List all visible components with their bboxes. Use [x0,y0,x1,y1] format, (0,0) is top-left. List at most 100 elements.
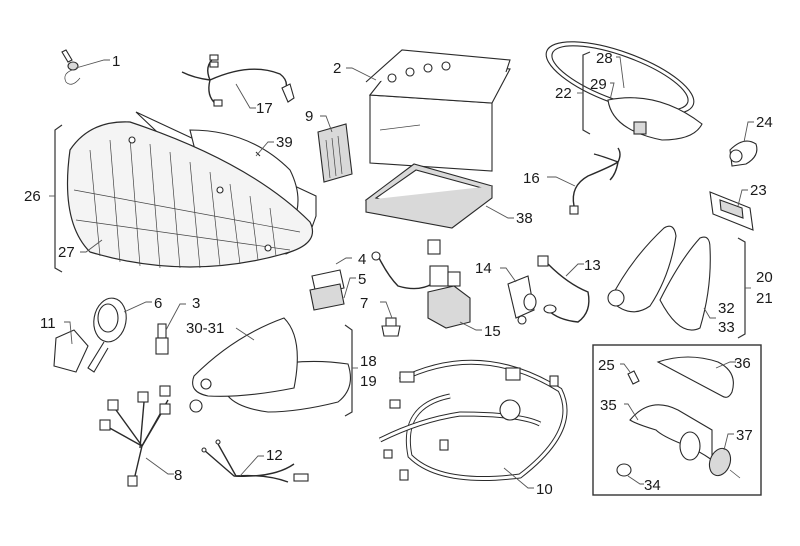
label-21: 21 [756,290,773,307]
label-11: 11 [40,315,56,332]
leader-11 [64,321,73,345]
part-24-lamp-holder[interactable] [729,140,758,167]
label-37: 37 [736,427,753,444]
label-16: 16 [523,170,540,187]
label-2: 2 [333,60,341,77]
leader-8 [145,457,174,475]
part-8-wiring-harness[interactable] [99,385,171,487]
part-30-31-turn-signal-lens [192,317,298,397]
part-28-lens-frame [607,97,703,141]
leader-9 [320,115,333,133]
bracket-20 [737,237,746,339]
leader-16 [547,176,576,187]
leader-5 [343,277,356,299]
leader-3 [165,303,186,331]
label-32: 32 [718,300,735,317]
part-26-headlight[interactable] [66,111,317,269]
label-18: 18 [360,353,377,370]
part-23-license-plate-light[interactable] [709,191,754,231]
part-3-switch[interactable] [155,323,169,355]
leader-4 [335,257,352,265]
part-13-cable[interactable] [537,255,590,323]
label-34: 34 [644,477,661,494]
leader-13 [565,263,584,277]
label-1: 1 [112,53,120,70]
label-14: 14 [475,260,492,277]
label-5: 5 [358,271,366,288]
label-35: 35 [600,397,617,414]
part-36-lens[interactable] [656,356,734,398]
label-39: 39 [276,134,293,151]
part-34-cap[interactable] [616,463,632,477]
bracket-22 [582,51,591,135]
part-18-front-turn-signal[interactable] [189,317,351,413]
label-19: 19 [360,373,377,390]
part-32-turn-signal-lens [659,236,711,331]
part-9-regulator[interactable] [317,123,353,183]
label-8: 8 [174,467,182,484]
leader-1 [75,59,110,69]
label-13: 13 [584,257,601,274]
leader-23 [737,189,748,207]
part-37-reflector[interactable] [706,445,741,479]
leader-32 [703,307,716,319]
part-14-ignition-coil[interactable] [507,275,537,325]
part-35-bracket[interactable] [629,404,713,462]
label-30-31: 30-31 [186,320,224,337]
part-7-switch[interactable] [381,317,401,337]
part-15-fuse-box[interactable] [371,239,471,329]
leader-6 [123,301,152,313]
label-15: 15 [484,323,501,340]
part-20-rear-turn-signal[interactable] [607,225,711,331]
leader-29 [609,82,615,101]
part-6-horn[interactable] [87,296,130,373]
part-22-tail-light[interactable] [538,27,703,141]
label-22: 22 [555,85,572,102]
part-10-main-wiring-harness[interactable] [378,359,568,481]
leader-35 [624,403,639,421]
leader-25 [620,363,631,373]
leader-17 [235,83,256,109]
label-24: 24 [756,114,773,131]
bracket-18 [344,324,353,417]
leader-28 [616,56,625,89]
part-5-relay [309,283,345,311]
label-25: 25 [598,357,615,374]
leader-30-31 [235,327,255,341]
label-12: 12 [266,447,283,464]
leader-38 [485,205,514,219]
label-36: 36 [734,355,751,372]
leader-14 [500,267,517,283]
part-17-cable[interactable] [181,54,295,107]
leader-27 [80,239,103,253]
part-25-bulb[interactable] [627,370,640,385]
inset-box [592,344,762,496]
part-4-relay[interactable] [309,269,345,311]
label-26: 26 [24,188,41,205]
leader-24 [743,121,754,143]
part-29-bulb [633,121,647,135]
label-20: 20 [756,269,773,286]
label-28: 28 [596,50,613,67]
label-38: 38 [516,210,533,227]
label-33: 33 [718,319,735,336]
part-38-battery-tray[interactable] [364,163,494,229]
part-2-battery[interactable] [365,49,511,172]
label-4: 4 [358,251,366,268]
leader-10 [503,467,534,489]
label-7: 7 [360,295,368,312]
leader-15 [459,321,482,331]
label-23: 23 [750,182,767,199]
leader-2 [346,67,377,81]
part-12-cable[interactable] [201,439,309,483]
part-1-bulb[interactable] [61,49,81,85]
label-6: 6 [154,295,162,312]
leader-34 [627,475,644,485]
leader-39 [255,141,274,157]
leader-37 [723,433,734,451]
leader-36 [715,361,736,369]
part-27-headlight-lens [66,121,314,268]
label-3: 3 [192,295,200,312]
part-16-cable[interactable] [569,147,621,215]
